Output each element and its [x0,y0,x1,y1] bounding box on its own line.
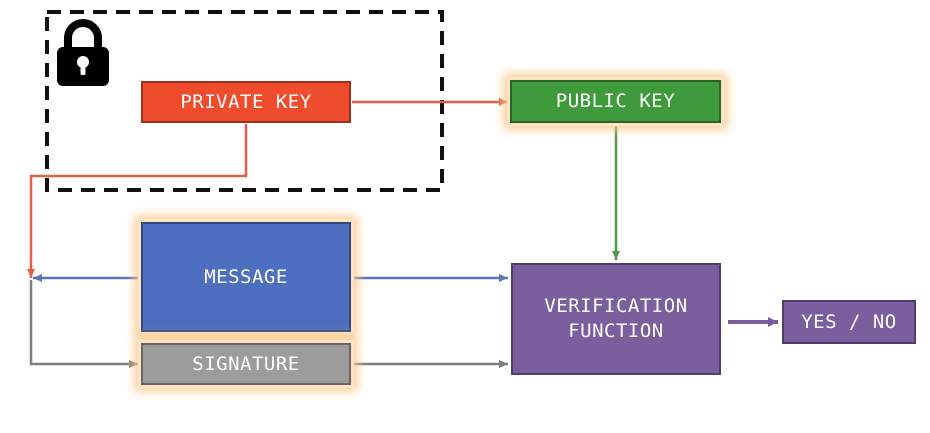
result-node: YES / NO [782,300,916,344]
public-key-label: PUBLIC KEY [555,90,676,112]
signature-node: SIGNATURE [141,343,351,385]
verification-function-node: VERIFICATION FUNCTION [511,263,721,375]
private-key-label: PRIVATE KEY [180,90,312,113]
message-label: MESSAGE [204,265,288,288]
private-key-node: PRIVATE KEY [141,81,351,123]
public-key-node: PUBLIC KEY [510,80,721,123]
lock-icon [57,19,109,86]
result-label: YES / NO [801,310,897,333]
edge-signing-to-signature [29,280,138,368]
verification-function-label: VERIFICATION FUNCTION [544,295,688,342]
message-node: MESSAGE [141,222,351,332]
edge-private-to-signing [27,124,248,278]
signature-label: SIGNATURE [192,352,300,375]
